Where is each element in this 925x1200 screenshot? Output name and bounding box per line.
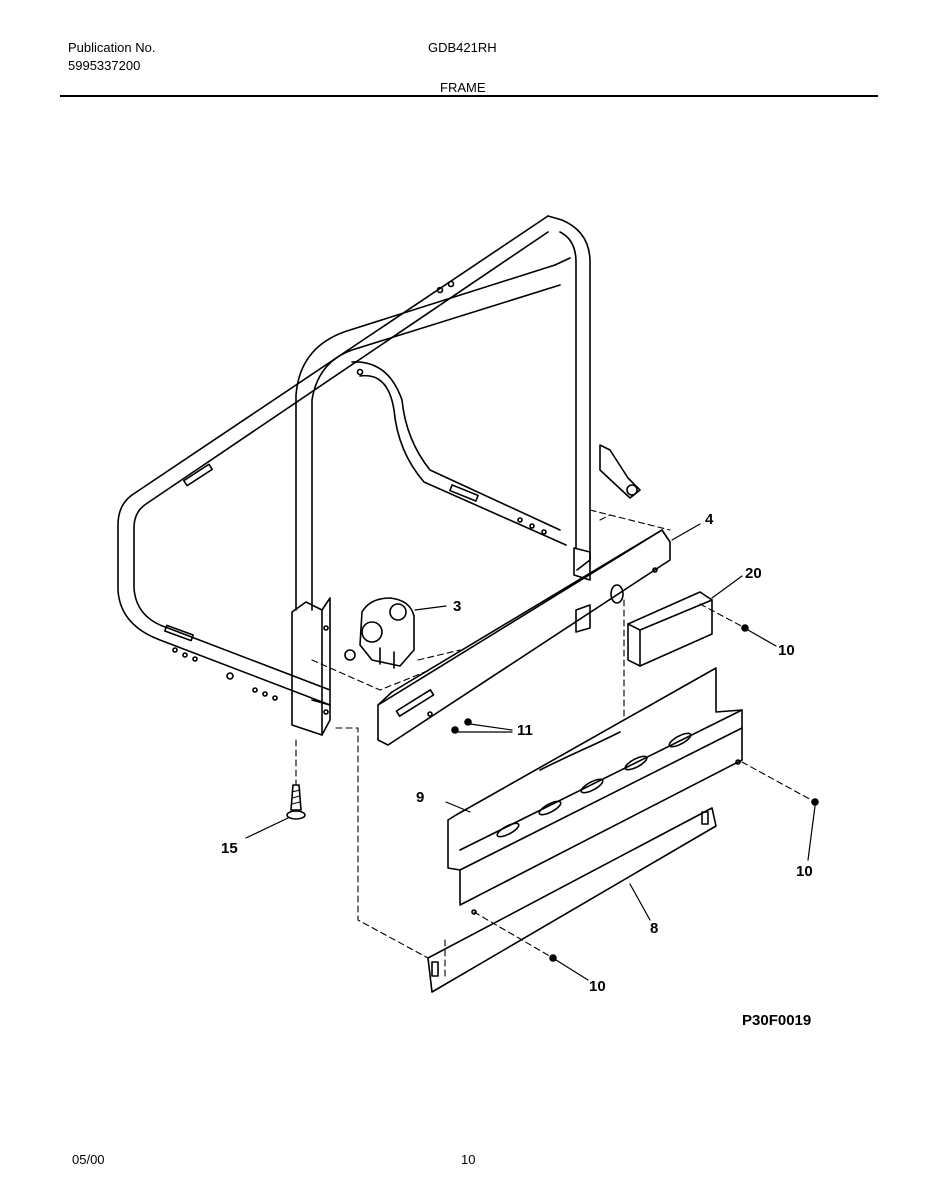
part-15-screw bbox=[245, 784, 306, 839]
page-number: 10 bbox=[461, 1152, 476, 1167]
callout-15: 15 bbox=[221, 840, 238, 857]
fastener-screws bbox=[451, 624, 819, 962]
front-upright-frame bbox=[291, 257, 641, 736]
callout-3: 3 bbox=[453, 598, 461, 615]
callout-8: 8 bbox=[650, 920, 658, 937]
callout-9: 9 bbox=[416, 789, 424, 806]
header-rule bbox=[60, 95, 878, 97]
figure-id: P30F0019 bbox=[742, 1012, 812, 1029]
callout-10c: 10 bbox=[589, 978, 606, 995]
section-title: FRAME bbox=[440, 80, 486, 95]
leader-lines bbox=[457, 629, 816, 981]
part-8-toe-plate bbox=[427, 807, 717, 993]
tub-frame-loop bbox=[117, 215, 591, 706]
callout-10a: 10 bbox=[778, 642, 795, 659]
footer-date: 05/00 bbox=[72, 1152, 105, 1167]
assembly-dashed-lines bbox=[295, 509, 816, 981]
publication-number: 5995337200 bbox=[68, 58, 141, 73]
model-number: GDB421RH bbox=[428, 40, 497, 55]
part-20-bracket bbox=[627, 575, 743, 667]
part-4-rail bbox=[377, 523, 701, 746]
part-3-valve bbox=[359, 597, 447, 669]
publication-label: Publication No. bbox=[68, 40, 156, 55]
callout-4: 4 bbox=[705, 511, 714, 528]
part-9-panel bbox=[445, 667, 743, 915]
callout-10b: 10 bbox=[796, 863, 813, 880]
callout-20: 20 bbox=[745, 565, 762, 582]
callout-11: 11 bbox=[517, 722, 533, 739]
